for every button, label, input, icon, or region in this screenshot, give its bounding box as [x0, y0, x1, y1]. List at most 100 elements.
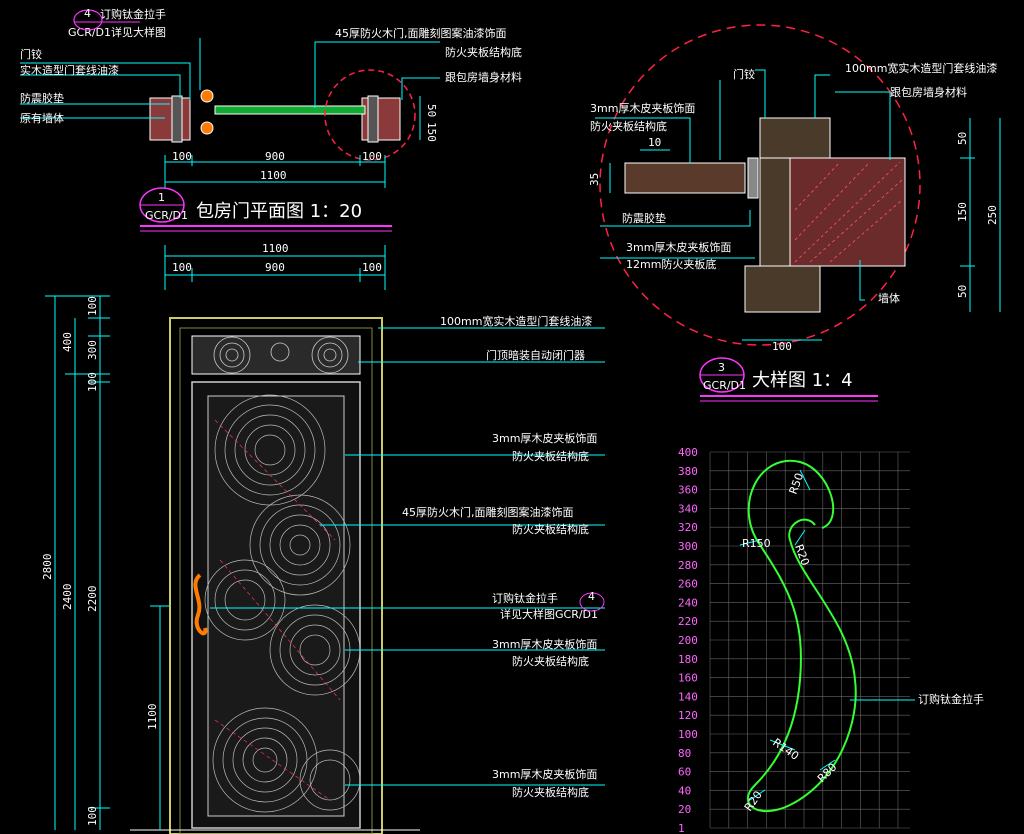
elev-label-base1: 防火夹板结构底 — [512, 449, 589, 463]
detail-label-veneer: 3mm厚木皮夹板饰面 — [590, 101, 695, 115]
handle-radius-r80: R80 — [815, 761, 839, 785]
elev-label-base3: 防火夹板结构底 — [512, 654, 589, 668]
detail-label-gasket: 防震胶垫 — [622, 211, 666, 225]
elev-dim-100-mid: 100 — [86, 372, 99, 392]
handle-detail-view: 4003803603403203002802602402202001801601… — [678, 446, 984, 834]
detail-circle — [599, 24, 921, 346]
handle-y-tick: 120 — [678, 709, 698, 722]
elev-door-handle — [193, 573, 208, 636]
elev-dim-100a: 100 — [172, 261, 192, 274]
detail-label-hinge: 门铰 — [733, 67, 755, 81]
elev-label-base2: 防火夹板结构底 — [512, 522, 589, 536]
elev-dim-300: 300 — [86, 340, 99, 360]
elev-dim-2800: 2800 — [41, 554, 54, 581]
door-elevation-view: 100mm宽实木造型门套线油漆 门顶暗装自动闭门器 3mm厚木皮夹板饰面 防火夹… — [41, 295, 605, 834]
plan-label-ref: GCR/D1详见大样图 — [68, 25, 166, 39]
detail-dim-100: 100 — [772, 340, 792, 353]
door-plan-view: 门铰 实木造型门套线油漆 防震胶垫 原有墙体 订购钛金拉手 GCR/D1详见大样… — [20, 7, 522, 232]
plan-label-wall: 原有墙体 — [20, 111, 64, 125]
elev-label-door: 45厚防火木门,面雕刻图案油漆饰面 — [402, 505, 574, 519]
elev-dim-100-bot: 100 — [86, 806, 99, 826]
handle-y-tick: 360 — [678, 484, 698, 497]
detail-label-wall: 墙体 — [878, 291, 900, 305]
detail-dim-35: 35 — [588, 173, 601, 186]
plan-handle-ref-num: 4 — [84, 7, 91, 20]
elev-door-frame — [169, 317, 383, 834]
plan-label-hinge: 门铰 — [20, 47, 42, 61]
elev-dim-1100: 1100 — [262, 242, 289, 255]
handle-y-tick: 40 — [678, 784, 691, 797]
elev-label-veneer2: 3mm厚木皮夹板饰面 — [492, 637, 597, 651]
detail-title: 大样图 1：4 — [752, 370, 853, 391]
detail-title-ref-num: 3 — [718, 361, 725, 374]
handle-y-tick: 200 — [678, 634, 698, 647]
handle-y-tick: 400 — [678, 446, 698, 459]
plan-door-leaf — [214, 105, 366, 115]
detail-label-wallfinish: 跟包房墙身材料 — [890, 85, 967, 99]
handle-outline — [747, 459, 857, 813]
hinge-detail-view: 100mm宽实木造型门套线油漆 跟包房墙身材料 门铰 3mm厚木皮夹板饰面 防火… — [588, 24, 1001, 402]
plan-label-handle: 订购钛金拉手 — [100, 7, 166, 21]
plan-dim-1100: 1100 — [260, 169, 287, 182]
elev-dim-100b: 100 — [362, 261, 382, 274]
elev-dim-900: 900 — [265, 261, 285, 274]
plan-dim-900: 900 — [265, 150, 285, 163]
handle-y-tick: 60 — [678, 766, 691, 779]
handle-y-tick: 20 — [678, 803, 691, 816]
elev-handle-ref-num: 4 — [588, 590, 595, 603]
detail-label-plywood: 12mm防火夹板底 — [626, 257, 716, 271]
handle-y-tick: 100 — [678, 728, 698, 741]
elev-dim-100-top: 100 — [86, 296, 99, 316]
detail-title-ref-sheet: GCR/D1 — [703, 379, 746, 392]
handle-y-tick: 140 — [678, 690, 698, 703]
detail-dim-150: 150 — [956, 202, 969, 222]
elev-label-handle-ref: 详见大样图GCR/D1 — [500, 607, 598, 621]
plan-dim-100a: 100 — [172, 150, 192, 163]
plan-side-dim-150: 150 — [425, 122, 438, 142]
handle-y-tick: 180 — [678, 653, 698, 666]
elev-label-veneer3: 3mm厚木皮夹板饰面 — [492, 767, 597, 781]
elev-transom — [191, 335, 361, 375]
plan-detail-circle — [324, 69, 416, 161]
plan-side-dim-50: 50 — [425, 104, 438, 117]
elev-label-veneer1: 3mm厚木皮夹板饰面 — [492, 431, 597, 445]
detail-dim-10: 10 — [648, 136, 661, 149]
elev-label-closer: 门顶暗装自动闭门器 — [486, 348, 585, 362]
plan-wall-left — [149, 97, 191, 141]
elev-dim-2400: 2400 — [61, 584, 74, 611]
elev-dim-1100: 1100 — [146, 704, 159, 731]
detail-dim-250: 250 — [986, 205, 999, 225]
plan-label-frame: 实木造型门套线油漆 — [20, 63, 119, 77]
handle-y-tick: 260 — [678, 578, 698, 591]
handle-y-tick: 380 — [678, 465, 698, 478]
handle-y-tick: 240 — [678, 596, 698, 609]
plan-title-ref-num: 1 — [158, 191, 165, 204]
plan-dim-100b: 100 — [362, 150, 382, 163]
detail-label-veneer2: 3mm厚木皮夹板饰面 — [626, 240, 731, 254]
handle-y-tick: 340 — [678, 502, 698, 515]
elev-label-base4: 防火夹板结构底 — [512, 785, 589, 799]
elev-label-frame: 100mm宽实木造型门套线油漆 — [440, 314, 592, 328]
plan-label-wallfinish: 跟包房墙身材料 — [445, 70, 522, 84]
plan-label-door: 45厚防火木门,面雕刻图案油漆饰面 — [335, 26, 507, 40]
detail-door-leaf — [624, 162, 746, 194]
elev-label-handle: 订购钛金拉手 — [492, 591, 558, 605]
handle-radius-r150: R150 — [742, 537, 771, 550]
detail-dim-50b: 50 — [956, 285, 969, 298]
elev-dim-2200: 2200 — [86, 586, 99, 613]
handle-radius-r50: R50 — [787, 471, 807, 496]
handle-y-tick: 280 — [678, 559, 698, 572]
handle-y-tick: 220 — [678, 615, 698, 628]
handle-y-tick: 80 — [678, 747, 691, 760]
detail-label-base: 防火夹板结构底 — [590, 119, 667, 133]
handle-y-tick: 1 — [678, 822, 685, 834]
elev-dim-400: 400 — [61, 332, 74, 352]
handle-y-tick: 160 — [678, 672, 698, 685]
plan-title-ref-sheet: GCR/D1 — [145, 209, 188, 222]
detail-dim-50a: 50 — [956, 132, 969, 145]
elevation-width-dims: 1100 100 900 100 — [164, 242, 386, 290]
detail-label-frame: 100mm宽实木造型门套线油漆 — [845, 61, 997, 75]
plan-label-gasket: 防震胶垫 — [20, 91, 64, 105]
handle-y-tick: 320 — [678, 521, 698, 534]
